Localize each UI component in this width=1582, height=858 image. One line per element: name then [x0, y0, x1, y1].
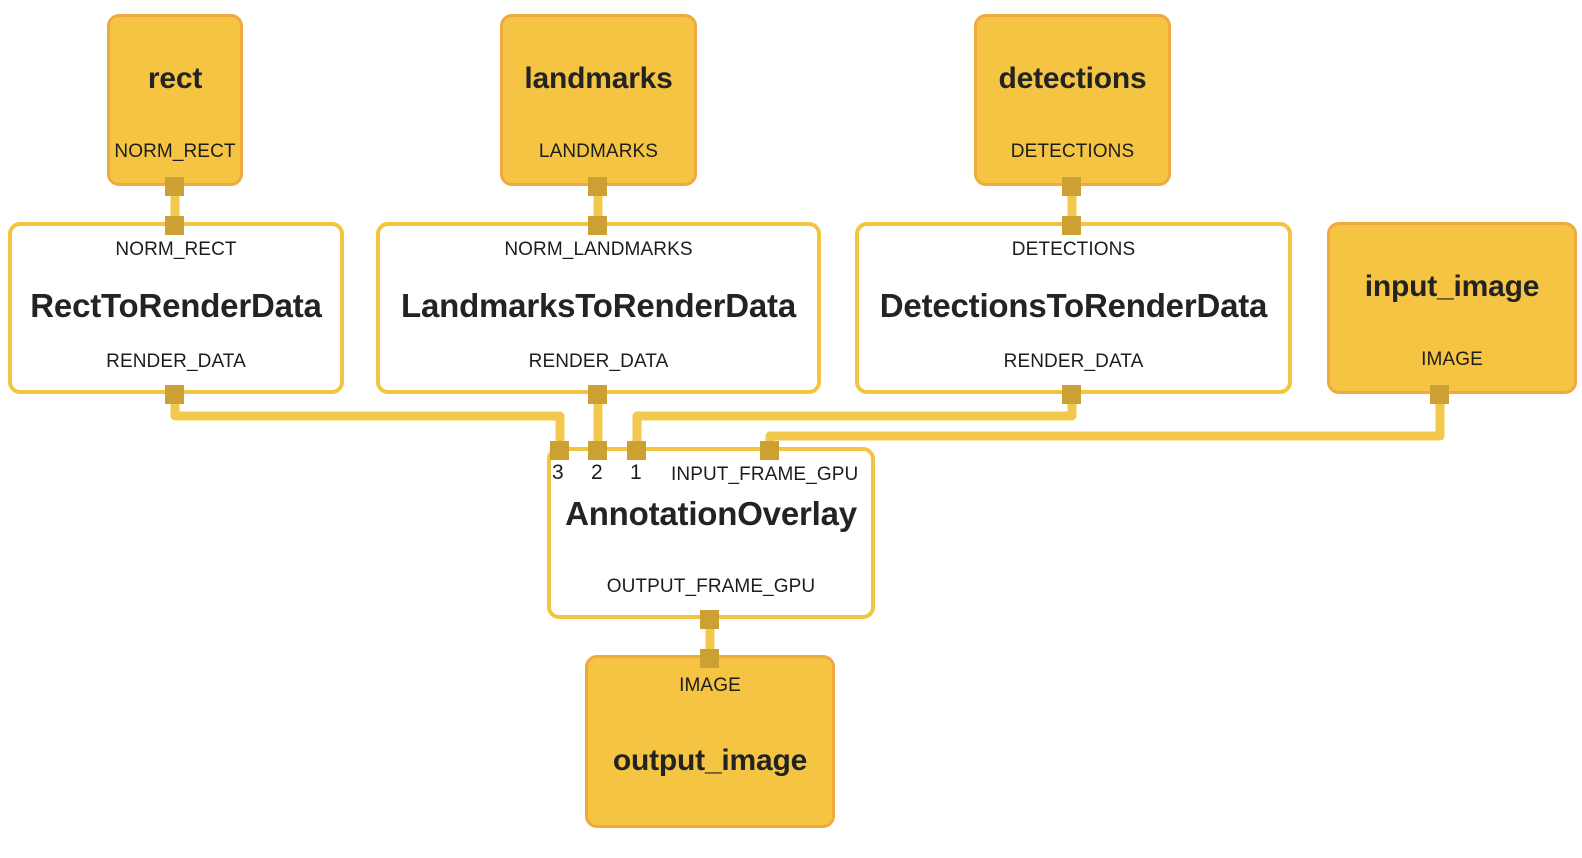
- node-rect[interactable]: rect NORM_RECT: [107, 14, 243, 186]
- node-rect-to-render-data-input-port-label: NORM_RECT: [115, 239, 237, 260]
- edge-rectrender-to-overlay3: [170, 394, 565, 451]
- node-landmarks-to-render-data-title: LandmarksToRenderData: [401, 287, 796, 324]
- node-landmarks[interactable]: landmarks LANDMARKS: [500, 14, 697, 186]
- node-annotation-overlay-input-label-frame-gpu: INPUT_FRAME_GPU: [671, 464, 859, 485]
- port-output-image-image-in[interactable]: [700, 649, 719, 668]
- port-detections-to-render-data-out[interactable]: [1062, 385, 1081, 404]
- port-rect-norm-rect-out[interactable]: [165, 177, 184, 196]
- port-input-image-image-out[interactable]: [1430, 385, 1449, 404]
- port-rect-to-render-data-out[interactable]: [165, 385, 184, 404]
- node-rect-to-render-data-output-port-label: RENDER_DATA: [106, 351, 246, 372]
- node-detections[interactable]: detections DETECTIONS: [974, 14, 1171, 186]
- node-annotation-overlay-title: AnnotationOverlay: [565, 494, 857, 532]
- node-rect-output-port-label: NORM_RECT: [114, 141, 236, 162]
- node-rect-to-render-data[interactable]: NORM_RECT RectToRenderData RENDER_DATA: [8, 222, 344, 394]
- node-rect-title: rect: [147, 62, 203, 95]
- port-detections-detections-out[interactable]: [1062, 177, 1081, 196]
- port-annotation-overlay-in-1[interactable]: [627, 441, 646, 460]
- node-landmarks-to-render-data[interactable]: NORM_LANDMARKS LandmarksToRenderData REN…: [376, 222, 821, 394]
- port-rect-to-render-data-in[interactable]: [165, 216, 184, 235]
- node-output-image[interactable]: IMAGE output_image: [585, 655, 835, 828]
- node-detections-to-render-data-title: DetectionsToRenderData: [879, 287, 1268, 324]
- port-landmarks-to-render-data-out[interactable]: [588, 385, 607, 404]
- node-rect-to-render-data-title: RectToRenderData: [30, 287, 322, 324]
- node-input-image-output-port-label: IMAGE: [1421, 349, 1483, 370]
- node-detections-to-render-data-output-port-label: RENDER_DATA: [1003, 351, 1144, 372]
- node-landmarks-title: landmarks: [524, 62, 673, 95]
- node-output-image-input-port-label: IMAGE: [679, 675, 741, 696]
- node-detections-title: detections: [998, 62, 1147, 95]
- node-detections-to-render-data[interactable]: DETECTIONS DetectionsToRenderData RENDER…: [855, 222, 1292, 394]
- node-annotation-overlay-input-label-2: 2: [591, 461, 603, 484]
- node-annotation-overlay[interactable]: AnnotationOverlay OUTPUT_FRAME_GPU: [547, 447, 875, 619]
- node-input-image-title: input_image: [1364, 270, 1540, 303]
- node-detections-to-render-data-input-port-label: DETECTIONS: [1011, 239, 1136, 260]
- port-annotation-overlay-out-frame-gpu[interactable]: [700, 610, 719, 629]
- node-landmarks-output-port-label: LANDMARKS: [538, 141, 659, 162]
- port-landmarks-to-render-data-in[interactable]: [588, 216, 607, 235]
- edge-inputimage-to-overlay-frame: [765, 394, 1445, 451]
- port-detections-to-render-data-in[interactable]: [1062, 216, 1081, 235]
- node-landmarks-to-render-data-input-port-label: NORM_LANDMARKS: [504, 239, 693, 260]
- node-input-image[interactable]: input_image IMAGE: [1327, 222, 1577, 394]
- port-landmarks-landmarks-out[interactable]: [588, 177, 607, 196]
- port-annotation-overlay-in-2[interactable]: [588, 441, 607, 460]
- node-landmarks-to-render-data-output-port-label: RENDER_DATA: [528, 351, 669, 372]
- node-annotation-overlay-output-port-label: OUTPUT_FRAME_GPU: [606, 576, 816, 597]
- edge-detectionsrender-to-overlay1: [632, 394, 1077, 451]
- port-annotation-overlay-in-3[interactable]: [550, 441, 569, 460]
- node-detections-output-port-label: DETECTIONS: [1010, 141, 1135, 162]
- node-output-image-title: output_image: [612, 744, 808, 777]
- port-annotation-overlay-in-frame-gpu[interactable]: [760, 441, 779, 460]
- node-annotation-overlay-input-label-3: 3: [552, 461, 564, 484]
- node-annotation-overlay-input-label-1: 1: [630, 461, 642, 484]
